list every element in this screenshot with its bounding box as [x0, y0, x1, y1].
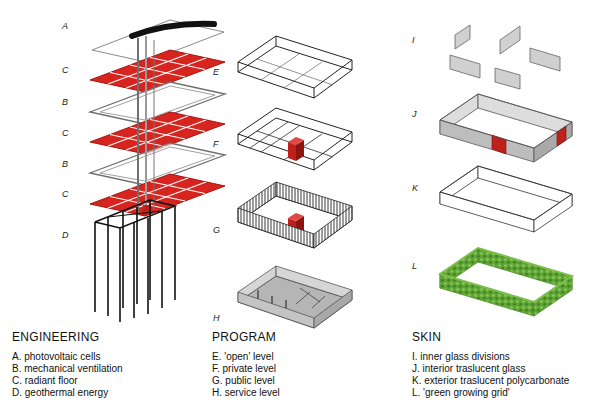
geothermal-probe	[161, 211, 163, 308]
open-level	[238, 36, 352, 98]
wall-edge	[352, 60, 353, 70]
key-entry: L. 'green growing grid'	[412, 388, 510, 398]
vertical-duct	[145, 36, 147, 215]
geothermal-probe	[107, 217, 109, 316]
callout-letter: A	[62, 22, 68, 31]
red-core-top	[288, 137, 304, 145]
hatched-wall	[238, 208, 314, 248]
callout-letter: G	[213, 226, 220, 235]
callout-letter: E	[213, 68, 219, 77]
green-growing-grid	[440, 248, 572, 316]
private-level	[238, 108, 352, 170]
wall-top	[238, 36, 352, 88]
room-line	[300, 288, 320, 302]
key-entry: E. 'open' level	[212, 352, 274, 362]
green-wall	[440, 274, 534, 316]
exterior-polycarbonate	[440, 166, 572, 232]
key-entry: D. geothermal energy	[12, 388, 108, 398]
inner-glass-divisions	[450, 25, 560, 89]
wall-top	[440, 166, 572, 220]
geothermal-probe	[122, 212, 124, 308]
service-level	[238, 266, 352, 328]
geothermal-probe	[174, 206, 176, 300]
glass-wall	[440, 120, 534, 162]
geothermal-probe	[133, 223, 135, 318]
geothermal-probe	[136, 207, 138, 304]
public-level	[238, 182, 352, 248]
column-heading: SKIN	[412, 331, 441, 343]
engineering-stack	[90, 20, 225, 322]
callout-letter: J	[412, 110, 417, 119]
callout-letter: D	[62, 231, 69, 240]
wall-top	[440, 94, 572, 148]
callout-letter: B	[62, 160, 68, 169]
callout-letter: C	[62, 66, 69, 75]
callout-letter: H	[213, 314, 220, 323]
green-wall-top	[440, 248, 572, 302]
wall-edge	[238, 134, 239, 144]
polycarbonate-wall	[534, 194, 572, 232]
vertical-duct	[154, 40, 155, 210]
column-heading: ENGINEERING	[12, 331, 99, 343]
glass-panel	[455, 25, 470, 49]
polycarbonate-wall	[478, 166, 572, 206]
geothermal-probe	[119, 228, 121, 322]
wall-face	[276, 266, 352, 300]
red-core-top	[288, 213, 304, 221]
geothermal-probe	[94, 222, 96, 312]
key-entry: H. service level	[212, 388, 280, 398]
wall-edge	[314, 160, 315, 170]
callout-letter: C	[62, 190, 69, 199]
wall-top	[238, 108, 352, 160]
key-entry: B. mechanical ventilation	[12, 364, 123, 374]
key-entry: F. private level	[212, 364, 276, 374]
partition-line	[284, 134, 322, 160]
wall-face	[314, 290, 352, 328]
geothermal-brace	[108, 211, 162, 217]
key-entry: I. inner glass divisions	[412, 352, 510, 362]
red-core-front	[288, 142, 296, 161]
glass-panel	[530, 48, 560, 71]
wall-edge	[314, 88, 315, 98]
geothermal-probe	[149, 200, 151, 300]
glass-panel	[495, 68, 520, 89]
callout-letter: B	[62, 98, 68, 107]
geothermal-frame	[95, 200, 175, 228]
wall-edge	[276, 36, 277, 46]
geothermal-probe	[147, 218, 149, 314]
callout-letter: C	[62, 129, 69, 138]
glass-wall	[534, 122, 572, 162]
key-entry: K. exterior traslucent polycarbonate	[412, 376, 569, 386]
glass-panel	[500, 26, 520, 54]
glass-wall	[478, 94, 572, 136]
key-entry: G. public level	[212, 376, 275, 386]
vertical-duct	[137, 38, 139, 215]
callout-letter: K	[412, 184, 418, 193]
glass-panel	[450, 55, 480, 78]
room-line	[312, 296, 325, 308]
key-entry: C. radiant floor	[12, 376, 78, 386]
wall-edge	[238, 62, 239, 72]
green-wall	[534, 276, 572, 316]
room-line	[296, 292, 310, 304]
callout-letter: F	[213, 140, 219, 149]
radiant-floor-layer	[90, 174, 225, 216]
key-entry: A. photovoltaic cells	[12, 352, 100, 362]
wall-face	[238, 292, 314, 328]
photovoltaic-panel	[132, 24, 214, 36]
key-entry: J. interior traslucent glass	[412, 364, 525, 374]
radiant-floor-layer	[90, 50, 225, 92]
callout-letter: L	[412, 262, 417, 271]
callout-letter: I	[412, 36, 415, 45]
hatched-wall	[314, 206, 352, 248]
green-wall	[478, 248, 572, 290]
polycarbonate-wall	[440, 192, 534, 232]
wall-edge	[352, 132, 353, 142]
interior-translucent-glass	[440, 94, 572, 162]
column-heading: PROGRAM	[212, 331, 276, 343]
